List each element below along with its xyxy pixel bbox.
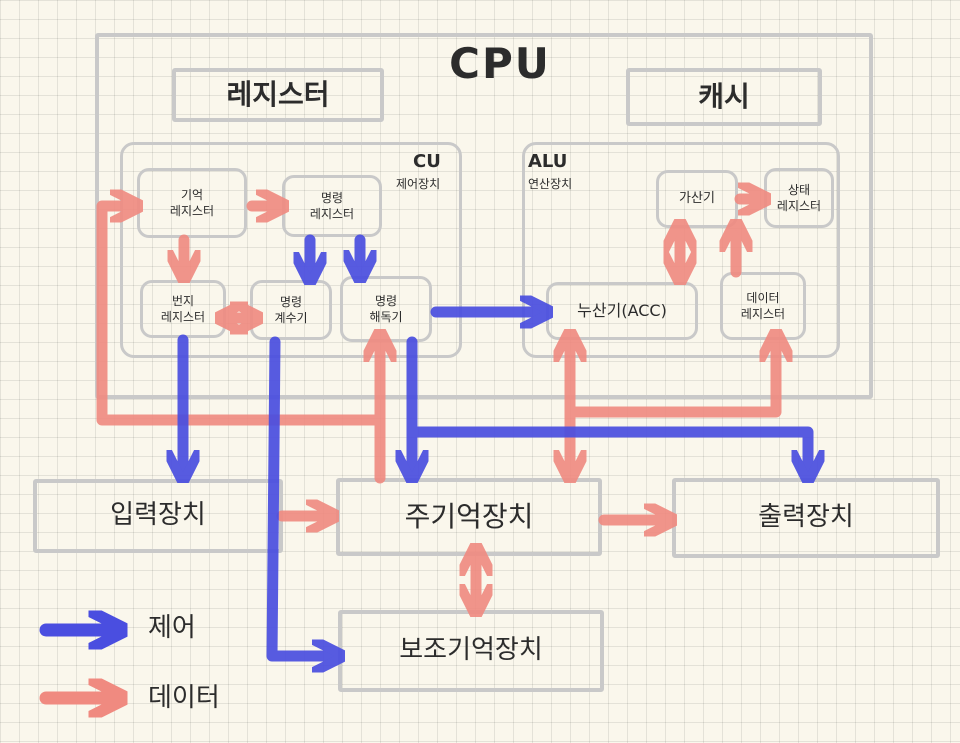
alu-title: ALU (528, 151, 568, 172)
cu-panel (120, 142, 462, 358)
adder-label: 가산기 (679, 191, 715, 207)
cu-subtitle: 제어장치 (396, 177, 441, 191)
cache-header: 캐시 (698, 80, 750, 114)
register-header: 레지스터 (226, 78, 330, 112)
cu-title: CU (413, 151, 441, 172)
control-decoder-to-output (406, 426, 808, 470)
data-reg-to-mem (564, 342, 776, 418)
address-register-label: 번지 레지스터 (160, 293, 206, 324)
cache-header-box (626, 68, 822, 126)
alu-subtitle: 연산장치 (528, 177, 573, 191)
alu-panel (522, 142, 840, 358)
secondary-memory-label: 보조기억장치 (399, 635, 543, 666)
program-counter-label: 명령 계수기 (274, 294, 308, 325)
cpu-title: CPU (449, 38, 551, 88)
legend-data-label: 데이터 (148, 683, 220, 714)
data-loop-line (96, 206, 384, 426)
control-pc-to-secondary (266, 336, 332, 656)
status-register-label: 상태 레지스터 (776, 182, 822, 213)
input-device-label: 입력장치 (110, 500, 206, 531)
register-header-box (172, 68, 384, 122)
accumulator-label: 누산기(ACC) (577, 301, 667, 321)
main-memory-label: 주기억장치 (404, 500, 534, 534)
memory-address-register-label: 기억 레지스터 (169, 187, 215, 218)
data-register-label: 데이터 레지스터 (740, 290, 786, 321)
legend-control-label: 제어 (148, 613, 196, 644)
instruction-decoder-label: 명령 해독기 (369, 293, 403, 324)
instruction-register-label: 명령 레지스터 (309, 190, 355, 221)
output-device-label: 출력장치 (758, 502, 854, 533)
